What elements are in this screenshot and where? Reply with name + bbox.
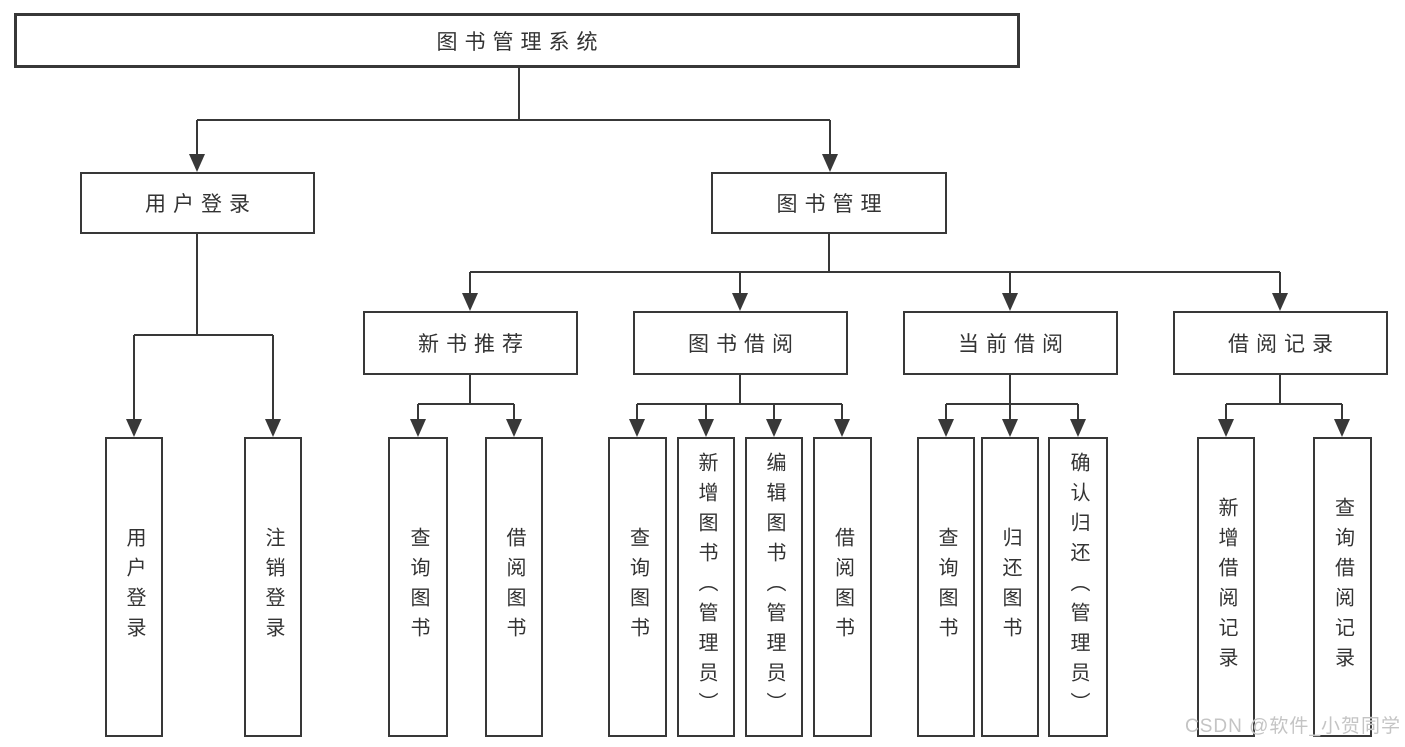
arrow-down-icon <box>1070 419 1086 437</box>
leaf-label: 查询借阅记录 <box>1331 497 1354 677</box>
watermark: CSDN @软件_小贺同学 <box>1185 716 1401 737</box>
arrow-down-icon <box>629 419 645 437</box>
leaf-label: 用户登录 <box>123 527 145 647</box>
arrow-down-icon <box>732 293 748 311</box>
leaf-label: 注销登录 <box>262 527 284 647</box>
connector-line <box>133 68 1343 422</box>
leaf-borrow-book: 借阅图书 <box>813 437 872 737</box>
leaf-label: 确认归还（管理员） <box>1067 452 1089 722</box>
leaf-label: 新增图书（管理员） <box>695 452 717 722</box>
arrow-down-icon <box>766 419 782 437</box>
arrow-down-icon <box>822 154 838 172</box>
arrow-down-icon <box>834 419 850 437</box>
node-borrow-records: 借阅记录 <box>1173 311 1388 375</box>
arrow-down-icon <box>1002 419 1018 437</box>
leaf-return-book: 归还图书 <box>981 437 1039 737</box>
leaf-borrow-book: 借阅图书 <box>485 437 543 737</box>
node-current-borrow: 当前借阅 <box>903 311 1118 375</box>
leaf-confirm-return-admin: 确认归还（管理员） <box>1048 437 1108 737</box>
leaf-query-book: 查询图书 <box>917 437 975 737</box>
leaf-query-book: 查询图书 <box>388 437 448 737</box>
leaf-label: 新增借阅记录 <box>1215 497 1237 677</box>
leaf-label: 查询图书 <box>407 527 429 647</box>
leaf-label: 查询图书 <box>626 527 649 647</box>
leaf-label: 借阅图书 <box>503 527 525 647</box>
leaf-label: 编辑图书（管理员） <box>763 452 785 722</box>
node-book-borrow: 图书借阅 <box>633 311 848 375</box>
arrow-down-icon <box>410 419 426 437</box>
leaf-query-borrow-record: 查询借阅记录 <box>1313 437 1372 737</box>
leaf-add-borrow-record: 新增借阅记录 <box>1197 437 1255 737</box>
node-user-login: 用户登录 <box>80 172 315 234</box>
leaf-label: 借阅图书 <box>831 527 854 647</box>
node-new-book-recommend: 新书推荐 <box>363 311 578 375</box>
arrow-down-icon <box>462 293 478 311</box>
node-book-management: 图书管理 <box>711 172 947 234</box>
leaf-label: 归还图书 <box>999 527 1021 647</box>
arrow-down-icon <box>126 419 142 437</box>
leaf-label: 查询图书 <box>935 527 957 647</box>
arrow-down-icon <box>938 419 954 437</box>
leaf-logout: 注销登录 <box>244 437 302 737</box>
leaf-query-book: 查询图书 <box>608 437 667 737</box>
arrow-down-icon <box>1334 419 1350 437</box>
leaf-edit-book-admin: 编辑图书（管理员） <box>745 437 803 737</box>
arrow-down-icon <box>506 419 522 437</box>
arrow-down-icon <box>189 154 205 172</box>
arrow-down-icon <box>265 419 281 437</box>
node-root: 图书管理系统 <box>14 13 1020 68</box>
arrow-down-icon <box>1272 293 1288 311</box>
arrow-down-icon <box>1218 419 1234 437</box>
leaf-user-login: 用户登录 <box>105 437 163 737</box>
arrow-down-icon <box>698 419 714 437</box>
leaf-add-book-admin: 新增图书（管理员） <box>677 437 735 737</box>
arrow-down-icon <box>1002 293 1018 311</box>
